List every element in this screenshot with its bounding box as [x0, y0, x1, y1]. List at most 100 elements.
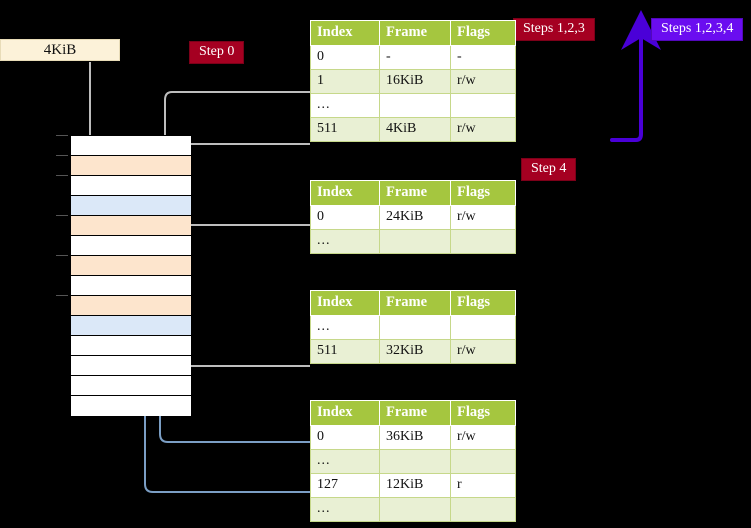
cell-flags	[450, 497, 516, 522]
cell-frame: 4KiB	[379, 117, 451, 142]
cell-index: 127	[310, 473, 380, 498]
badge-steps-1234: Steps 1,2,3,4	[651, 18, 744, 42]
table-row: ...	[310, 497, 516, 522]
table-row: ...	[310, 93, 516, 118]
column-header-flags: Flags	[450, 290, 516, 316]
table-row: ...	[310, 449, 516, 474]
memory-frame-row	[71, 296, 191, 316]
cell-frame: -	[379, 45, 451, 70]
cell-index: 511	[310, 117, 380, 142]
memory-frame-tick	[56, 255, 68, 256]
cell-flags: r/w	[450, 425, 516, 450]
cell-flags	[450, 315, 516, 340]
table-row: ...	[310, 315, 516, 340]
column-header-index: Index	[310, 290, 380, 316]
memory-frame-row	[71, 376, 191, 396]
column-header-index: Index	[310, 400, 380, 426]
cell-flags: r/w	[450, 339, 516, 364]
memory-frame-row	[71, 236, 191, 256]
cell-flags: r/w	[450, 117, 516, 142]
table-header-row: Index Frame Flags	[310, 20, 516, 46]
cell-index: 0	[310, 205, 380, 230]
badge-step-4: Step 4	[521, 158, 577, 182]
column-header-frame: Frame	[379, 400, 451, 426]
cell-flags: r/w	[450, 69, 516, 94]
memory-frame-row	[71, 336, 191, 356]
memory-frame-tick	[56, 215, 68, 216]
wire-steps1234-bracket	[610, 10, 661, 142]
cell-frame	[379, 315, 451, 340]
cell-flags: r	[450, 473, 516, 498]
cell-flags	[450, 93, 516, 118]
column-header-flags: Flags	[450, 400, 516, 426]
frame-size-box: 4KiB	[0, 39, 120, 61]
cell-index: ...	[310, 93, 380, 118]
table-header-row: Index Frame Flags	[310, 400, 516, 426]
memory-frame-row	[71, 156, 191, 176]
wire-l2-511-to-frame	[171, 303, 310, 367]
memory-frame-tick	[56, 295, 68, 296]
table-row: ...	[310, 229, 516, 254]
cell-flags: r/w	[450, 205, 516, 230]
cell-frame: 32KiB	[379, 339, 451, 364]
memory-frame-row	[71, 136, 191, 156]
memory-frame-row	[71, 256, 191, 276]
table-row: 0--	[310, 45, 516, 70]
cell-index: 0	[310, 425, 380, 450]
cell-flags	[450, 229, 516, 254]
badge-step-0: Step 0	[189, 41, 245, 65]
cell-frame	[379, 449, 451, 474]
memory-frame-row	[71, 216, 191, 236]
physical-memory-grid	[70, 135, 191, 416]
column-header-flags: Flags	[450, 20, 516, 46]
cell-frame: 12KiB	[379, 473, 451, 498]
cell-frame	[379, 497, 451, 522]
cell-frame: 24KiB	[379, 205, 451, 230]
cell-frame: 36KiB	[379, 425, 451, 450]
memory-frame-tick	[56, 135, 68, 136]
memory-frame-row	[71, 196, 191, 216]
table-header-row: Index Frame Flags	[310, 180, 516, 206]
cell-frame: 16KiB	[379, 69, 451, 94]
cell-index: ...	[310, 449, 380, 474]
column-header-index: Index	[310, 20, 380, 46]
memory-frame-tick	[56, 155, 68, 156]
memory-frame-row	[71, 356, 191, 376]
cell-index: 1	[310, 69, 380, 94]
column-header-frame: Frame	[379, 180, 451, 206]
memory-frame-row	[71, 396, 191, 416]
cell-index: ...	[310, 229, 380, 254]
column-header-frame: Frame	[379, 20, 451, 46]
wire-l4-511-to-frame	[171, 143, 310, 165]
memory-frame-row	[71, 176, 191, 196]
cell-flags	[450, 449, 516, 474]
column-header-frame: Frame	[379, 290, 451, 316]
cell-frame	[379, 229, 451, 254]
memory-frame-tick	[56, 175, 68, 176]
column-header-index: Index	[310, 180, 380, 206]
cell-index: ...	[310, 497, 380, 522]
cell-index: 511	[310, 339, 380, 364]
cell-flags: -	[450, 45, 516, 70]
wire-l3-0-to-frame	[171, 224, 310, 262]
badge-steps-123: Steps 1,2,3	[513, 18, 595, 42]
cell-frame	[379, 93, 451, 118]
table-header-row: Index Frame Flags	[310, 290, 516, 316]
memory-frame-row	[71, 316, 191, 336]
cell-index: 0	[310, 45, 380, 70]
column-header-flags: Flags	[450, 180, 516, 206]
cell-index: ...	[310, 315, 380, 340]
